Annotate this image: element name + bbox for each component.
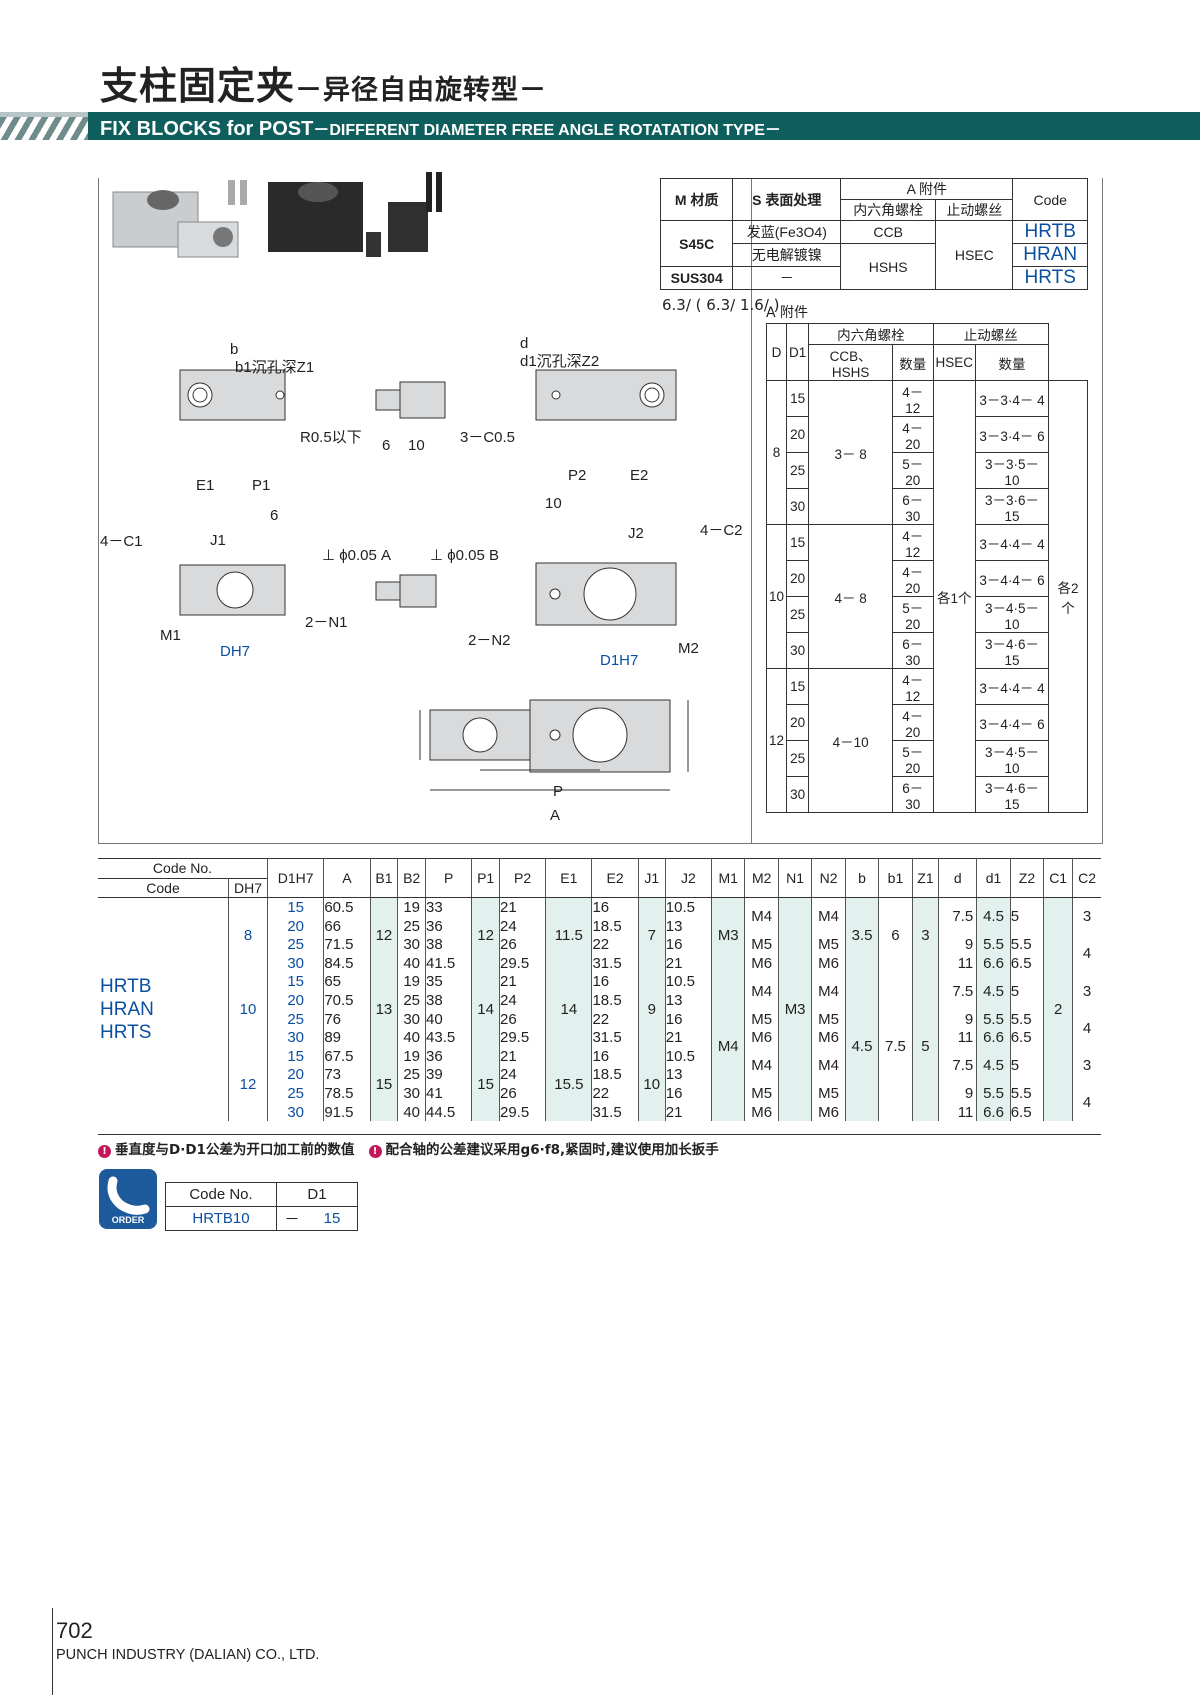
english-title: FIX BLOCKS for POST－DIFFERENT DIAMETER F… [100, 118, 781, 140]
info-icon: ! [98, 1145, 111, 1158]
label-b: b [230, 341, 238, 358]
label-j2: J2 [628, 525, 644, 542]
label-dh7: DH7 [220, 643, 250, 660]
label-e2: E2 [630, 467, 648, 484]
title-band: FIX BLOCKS for POST－DIFFERENT DIAMETER F… [0, 112, 1200, 140]
label-a: A [550, 807, 560, 824]
figure-frame [98, 178, 1103, 844]
label-dim10b: 10 [545, 495, 562, 512]
label-r05: R0.5以下 [300, 429, 362, 446]
finish-symbols: 6.3/ ( 6.3/ 1.6/ ) [662, 296, 780, 314]
label-j1: J1 [210, 532, 226, 549]
label-m2: M2 [678, 640, 699, 657]
label-tol-a: ⊥ ϕ0.05 A [322, 547, 391, 564]
label-m1: M1 [160, 627, 181, 644]
label-n1: 2－N1 [305, 614, 348, 631]
label-e1: E1 [196, 477, 214, 494]
label-b1: b1沉孔深Z1 [235, 359, 314, 376]
technical-drawing: b b1沉孔深Z1 d d1沉孔深Z2 R0.5以下 3－C0.5 6 10 E… [100, 335, 743, 824]
label-p2: P2 [568, 467, 586, 484]
accessory-title: A 附件 [766, 305, 809, 321]
page-number: 702 [56, 1618, 93, 1643]
label-tol-b: ⊥ ϕ0.05 B [430, 547, 499, 564]
label-d1h7: D1H7 [600, 652, 638, 669]
company-name: PUNCH INDUSTRY (DALIAN) CO., LTD. [56, 1647, 320, 1663]
label-dim6b: 6 [270, 507, 278, 524]
label-d1: d1沉孔深Z2 [520, 353, 599, 370]
order-icon: ORDER [99, 1169, 157, 1229]
page-rule [52, 1608, 53, 1695]
info-icon: ! [368, 1145, 382, 1158]
order-example: Code No.D1 HRTB10－15 [165, 1182, 358, 1231]
label-c2: 4－C2 [700, 522, 743, 539]
product-photo [112, 172, 442, 258]
label-c1: 4－C1 [100, 533, 143, 550]
label-p1: P1 [252, 477, 270, 494]
notes: !垂直度与D·D1公差为开口加工前的数值 !配合轴的公差建议采用g6·f8,紧固… [98, 1134, 1101, 1158]
label-p: P [553, 783, 563, 800]
label-c05: 3－C0.5 [460, 429, 515, 446]
label-n2: 2－N2 [468, 632, 511, 649]
page-title: 支柱固定夹－异径自由旋转型－ [100, 64, 548, 108]
svg-text:ORDER: ORDER [112, 1215, 145, 1225]
label-dim6: 6 [382, 437, 390, 454]
frame-divider [751, 178, 752, 843]
label-d: d [520, 335, 528, 352]
label-dim10: 10 [408, 437, 425, 454]
